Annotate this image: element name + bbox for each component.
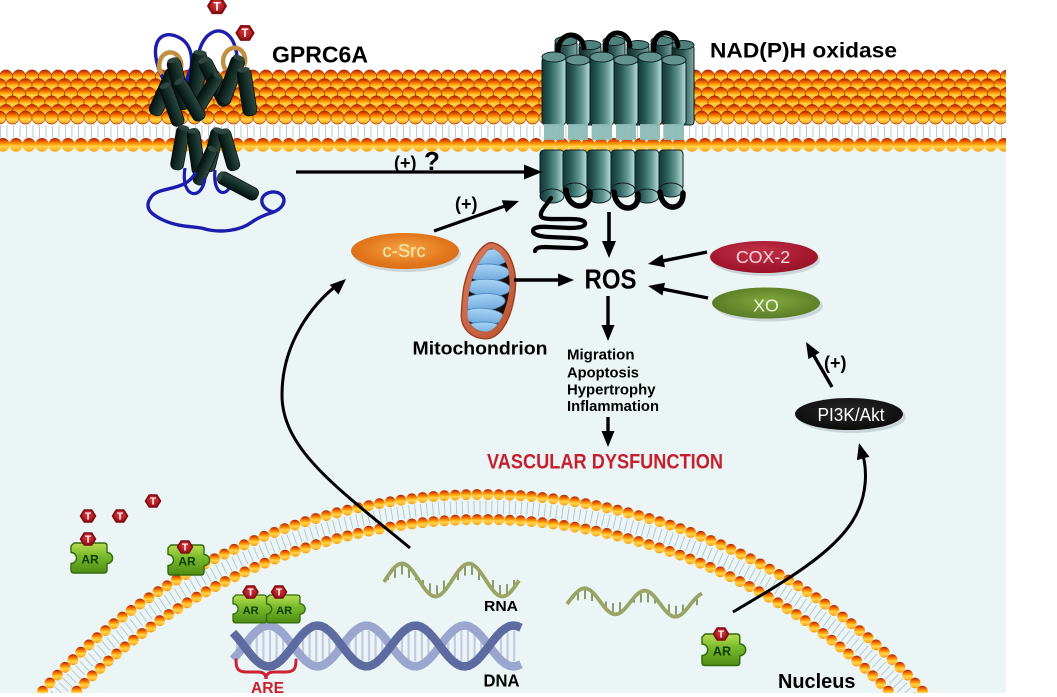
svg-text:(+): (+) <box>824 353 847 373</box>
svg-text:Inflammation: Inflammation <box>567 399 659 415</box>
svg-text:GPRC6A: GPRC6A <box>272 41 368 67</box>
svg-text:RNA: RNA <box>484 599 519 615</box>
svg-text:COX-2: COX-2 <box>736 247 790 267</box>
svg-text:VASCULAR DYSFUNCTION: VASCULAR DYSFUNCTION <box>487 451 723 474</box>
svg-text:Apoptosis: Apoptosis <box>567 365 639 381</box>
svg-text:Migration: Migration <box>567 347 635 363</box>
svg-text:XO: XO <box>753 296 779 316</box>
svg-text:Hypertrophy: Hypertrophy <box>567 383 656 399</box>
svg-text:ROS: ROS <box>585 264 637 295</box>
svg-text:c-Src: c-Src <box>382 240 425 261</box>
svg-text:(+): (+) <box>394 153 417 173</box>
svg-text:Nucleus: Nucleus <box>778 670 856 693</box>
svg-text:DNA: DNA <box>484 671 520 691</box>
svg-text:NAD(P)H oxidase: NAD(P)H oxidase <box>710 39 897 63</box>
svg-text:?: ? <box>424 146 440 176</box>
svg-text:PI3K/Akt: PI3K/Akt <box>818 404 885 425</box>
svg-text:(+): (+) <box>455 194 478 214</box>
svg-text:Mitochondrion: Mitochondrion <box>413 338 548 359</box>
svg-text:ARE: ARE <box>251 680 284 697</box>
